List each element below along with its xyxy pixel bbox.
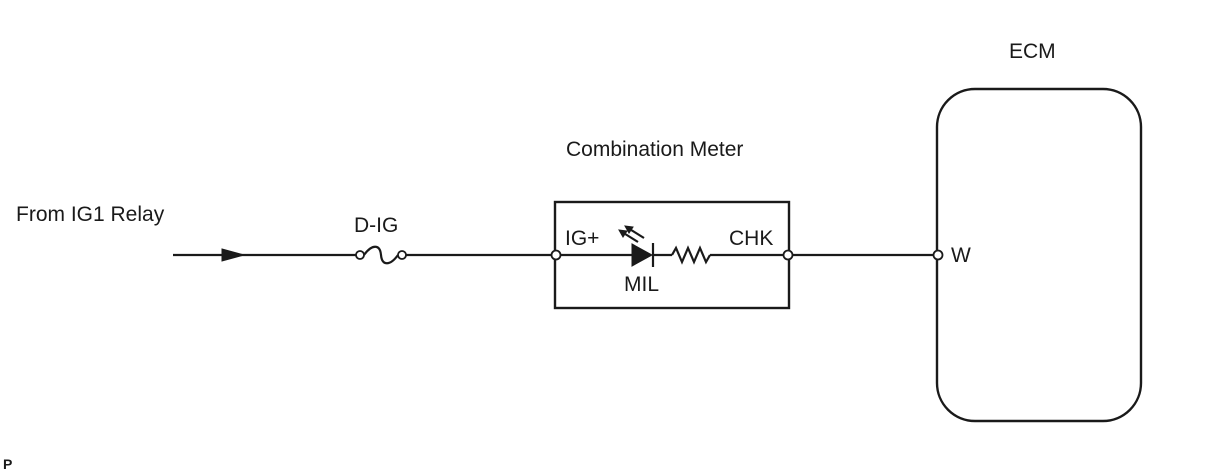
terminal-w [932,249,944,261]
flow-arrow [221,248,246,262]
mil-lamp-icon [618,225,655,267]
fuse-label: D-IG [354,214,398,237]
terminal-ig-plus [550,249,562,261]
terminal-w-label: W [951,244,971,267]
terminal-chk [782,249,794,261]
combination-meter-title: Combination Meter [566,138,743,161]
ecm-title: ECM [1009,40,1056,63]
source-label: From IG1 Relay [16,203,165,226]
terminal-ig-plus-label: IG+ [565,227,599,250]
mil-label: MIL [624,273,659,296]
terminal-chk-label: CHK [729,227,773,250]
corner-mark: P [3,456,12,472]
fuse-symbol [355,245,407,265]
resistor-icon [671,245,711,265]
